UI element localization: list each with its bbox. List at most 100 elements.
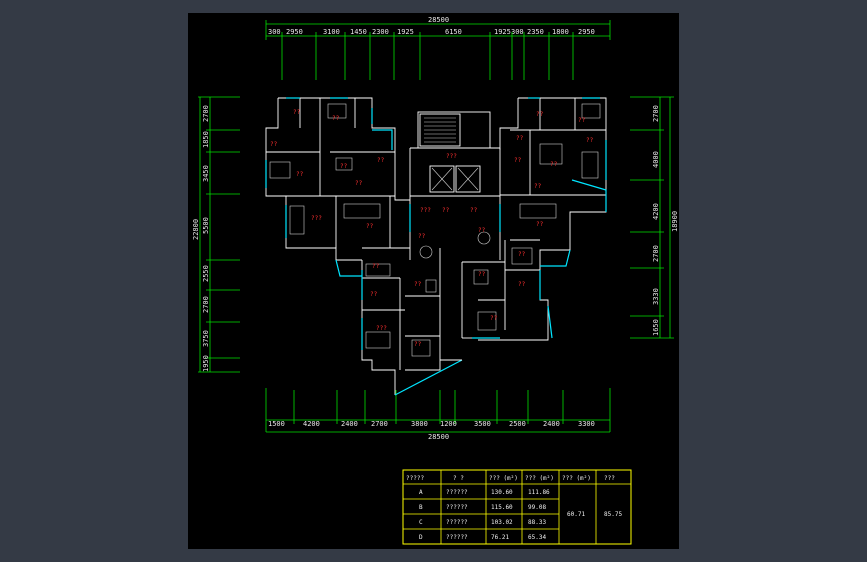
room-label: ?? bbox=[355, 180, 363, 187]
room-label: ?? bbox=[414, 341, 422, 348]
right-dim-3: 4200 bbox=[652, 203, 660, 220]
bottom-dim-9: 2400 bbox=[543, 420, 560, 428]
left-dim-5: 2550 bbox=[202, 265, 210, 282]
table-row-d-area1: 76.21 bbox=[491, 534, 509, 541]
top-overall-dimension: 28500 bbox=[265, 16, 611, 40]
room-label: ?? bbox=[490, 315, 498, 322]
table-row-b-area2: 99.08 bbox=[528, 504, 546, 511]
table-row-c-name: ?????? bbox=[446, 519, 468, 526]
top-dim-12: 2950 bbox=[578, 28, 595, 36]
room-label: ?? bbox=[516, 135, 524, 142]
bottom-dim-2: 4200 bbox=[303, 420, 320, 428]
left-dim-4: 5500 bbox=[202, 217, 210, 234]
table-row-a-type: A bbox=[419, 489, 423, 496]
room-label: ?? bbox=[414, 281, 422, 288]
bottom-dim-7: 3500 bbox=[474, 420, 491, 428]
furniture bbox=[269, 103, 601, 357]
table-header-ratio: ??? bbox=[604, 475, 615, 482]
table-merged-area: 60.71 bbox=[567, 511, 585, 518]
top-dim-2: 2950 bbox=[286, 28, 303, 36]
core-label: ??? bbox=[446, 153, 457, 160]
right-dim-4: 2700 bbox=[652, 245, 660, 262]
table-row-a-area1: 130.60 bbox=[491, 489, 513, 496]
table-header-type: ????? bbox=[406, 475, 424, 482]
bottom-dim-4: 2700 bbox=[371, 420, 388, 428]
table-header-area1: ??? (m²) bbox=[489, 475, 518, 482]
left-dim-8: 1950 bbox=[202, 355, 210, 372]
bottom-dim-1: 1500 bbox=[268, 420, 285, 428]
room-label: ?? bbox=[470, 207, 478, 214]
room-label: ?? bbox=[418, 233, 426, 240]
top-dim-11: 1800 bbox=[552, 28, 569, 36]
top-overall-value: 28500 bbox=[428, 16, 449, 24]
stair-treads bbox=[424, 117, 456, 143]
table-row-b-area1: 115.60 bbox=[491, 504, 513, 511]
top-segment-dimensions: 300 2950 3100 1450 2300 1925 6150 1925 3… bbox=[266, 28, 610, 80]
room-label: ?? bbox=[586, 137, 594, 144]
drawing-sheet bbox=[188, 13, 679, 549]
room-label: ?? bbox=[518, 251, 526, 258]
area-table: ????? ? ? ??? (m²) ??? (m²) ??? (m²) ???… bbox=[402, 469, 632, 545]
bottom-dim-5: 3800 bbox=[411, 420, 428, 428]
room-label: ?? bbox=[372, 263, 380, 270]
room-label: ??? bbox=[420, 207, 431, 214]
table-row-d-name: ?????? bbox=[446, 534, 468, 541]
table-row-d-area2: 65.34 bbox=[528, 534, 546, 541]
room-label: ?? bbox=[442, 207, 450, 214]
right-dim-2: 4000 bbox=[652, 151, 660, 168]
room-label: ?? bbox=[377, 157, 385, 164]
bottom-dim-8: 2500 bbox=[509, 420, 526, 428]
top-dim-8: 1925 bbox=[494, 28, 511, 36]
bottom-dim-3: 2400 bbox=[341, 420, 358, 428]
room-label: ?? bbox=[514, 157, 522, 164]
right-dim-1: 2700 bbox=[652, 105, 660, 122]
room-label: ??? bbox=[311, 215, 322, 222]
right-dim-5: 3330 bbox=[652, 288, 660, 305]
top-dim-9: 300 bbox=[511, 28, 524, 36]
table-row-c-type: C bbox=[419, 519, 423, 526]
room-label: ?? bbox=[478, 271, 486, 278]
room-label: ?? bbox=[270, 141, 278, 148]
top-dim-7: 6150 bbox=[445, 28, 462, 36]
table-header-area3: ??? (m²) bbox=[562, 475, 591, 482]
room-label: ??? bbox=[376, 325, 387, 332]
table-merged-ratio: 85.75 bbox=[604, 511, 622, 518]
balconies bbox=[335, 129, 607, 339]
left-dim-6: 2700 bbox=[202, 296, 210, 313]
room-label: ?? bbox=[366, 223, 374, 230]
bottom-overall-value: 28500 bbox=[428, 433, 449, 441]
bottom-dim-10: 3300 bbox=[578, 420, 595, 428]
room-label: ?? bbox=[578, 117, 586, 124]
top-dim-3: 3100 bbox=[323, 28, 340, 36]
room-label: ?? bbox=[296, 171, 304, 178]
bottom-dim-6: 1200 bbox=[440, 420, 457, 428]
top-dim-6: 1925 bbox=[397, 28, 414, 36]
table-header-area2: ??? (m²) bbox=[525, 475, 554, 482]
table-row-b-name: ?????? bbox=[446, 504, 468, 511]
table-header-name: ? ? bbox=[453, 475, 464, 482]
room-label: ?? bbox=[370, 291, 378, 298]
room-label: ?? bbox=[534, 183, 542, 190]
left-dim-1: 2700 bbox=[202, 105, 210, 122]
right-dim-6: 1650 bbox=[652, 319, 660, 336]
room-label: ?? bbox=[518, 281, 526, 288]
right-dimensions: 2700 4000 4200 2700 3330 1650 18900 bbox=[630, 96, 679, 339]
room-label: ?? bbox=[536, 111, 544, 118]
bottom-segment-dimensions: 1500 4200 2400 2700 3800 1200 3500 2500 … bbox=[265, 388, 611, 441]
left-dim-2: 1850 bbox=[202, 131, 210, 148]
room-label: ?? bbox=[550, 161, 558, 168]
table-row-b-type: B bbox=[419, 504, 423, 511]
left-overall-value: 22800 bbox=[192, 219, 200, 240]
table-row-a-name: ?????? bbox=[446, 489, 468, 496]
top-dim-4: 1450 bbox=[350, 28, 367, 36]
top-dim-10: 2350 bbox=[527, 28, 544, 36]
table-row-d-type: D bbox=[419, 534, 423, 541]
room-label: ?? bbox=[332, 115, 340, 122]
room-label: ?? bbox=[536, 221, 544, 228]
building-walls bbox=[265, 97, 607, 396]
left-dim-3: 3450 bbox=[202, 165, 210, 182]
right-overall-value: 18900 bbox=[671, 211, 679, 232]
top-dim-1: 300 bbox=[268, 28, 281, 36]
room-label: ?? bbox=[293, 109, 301, 116]
